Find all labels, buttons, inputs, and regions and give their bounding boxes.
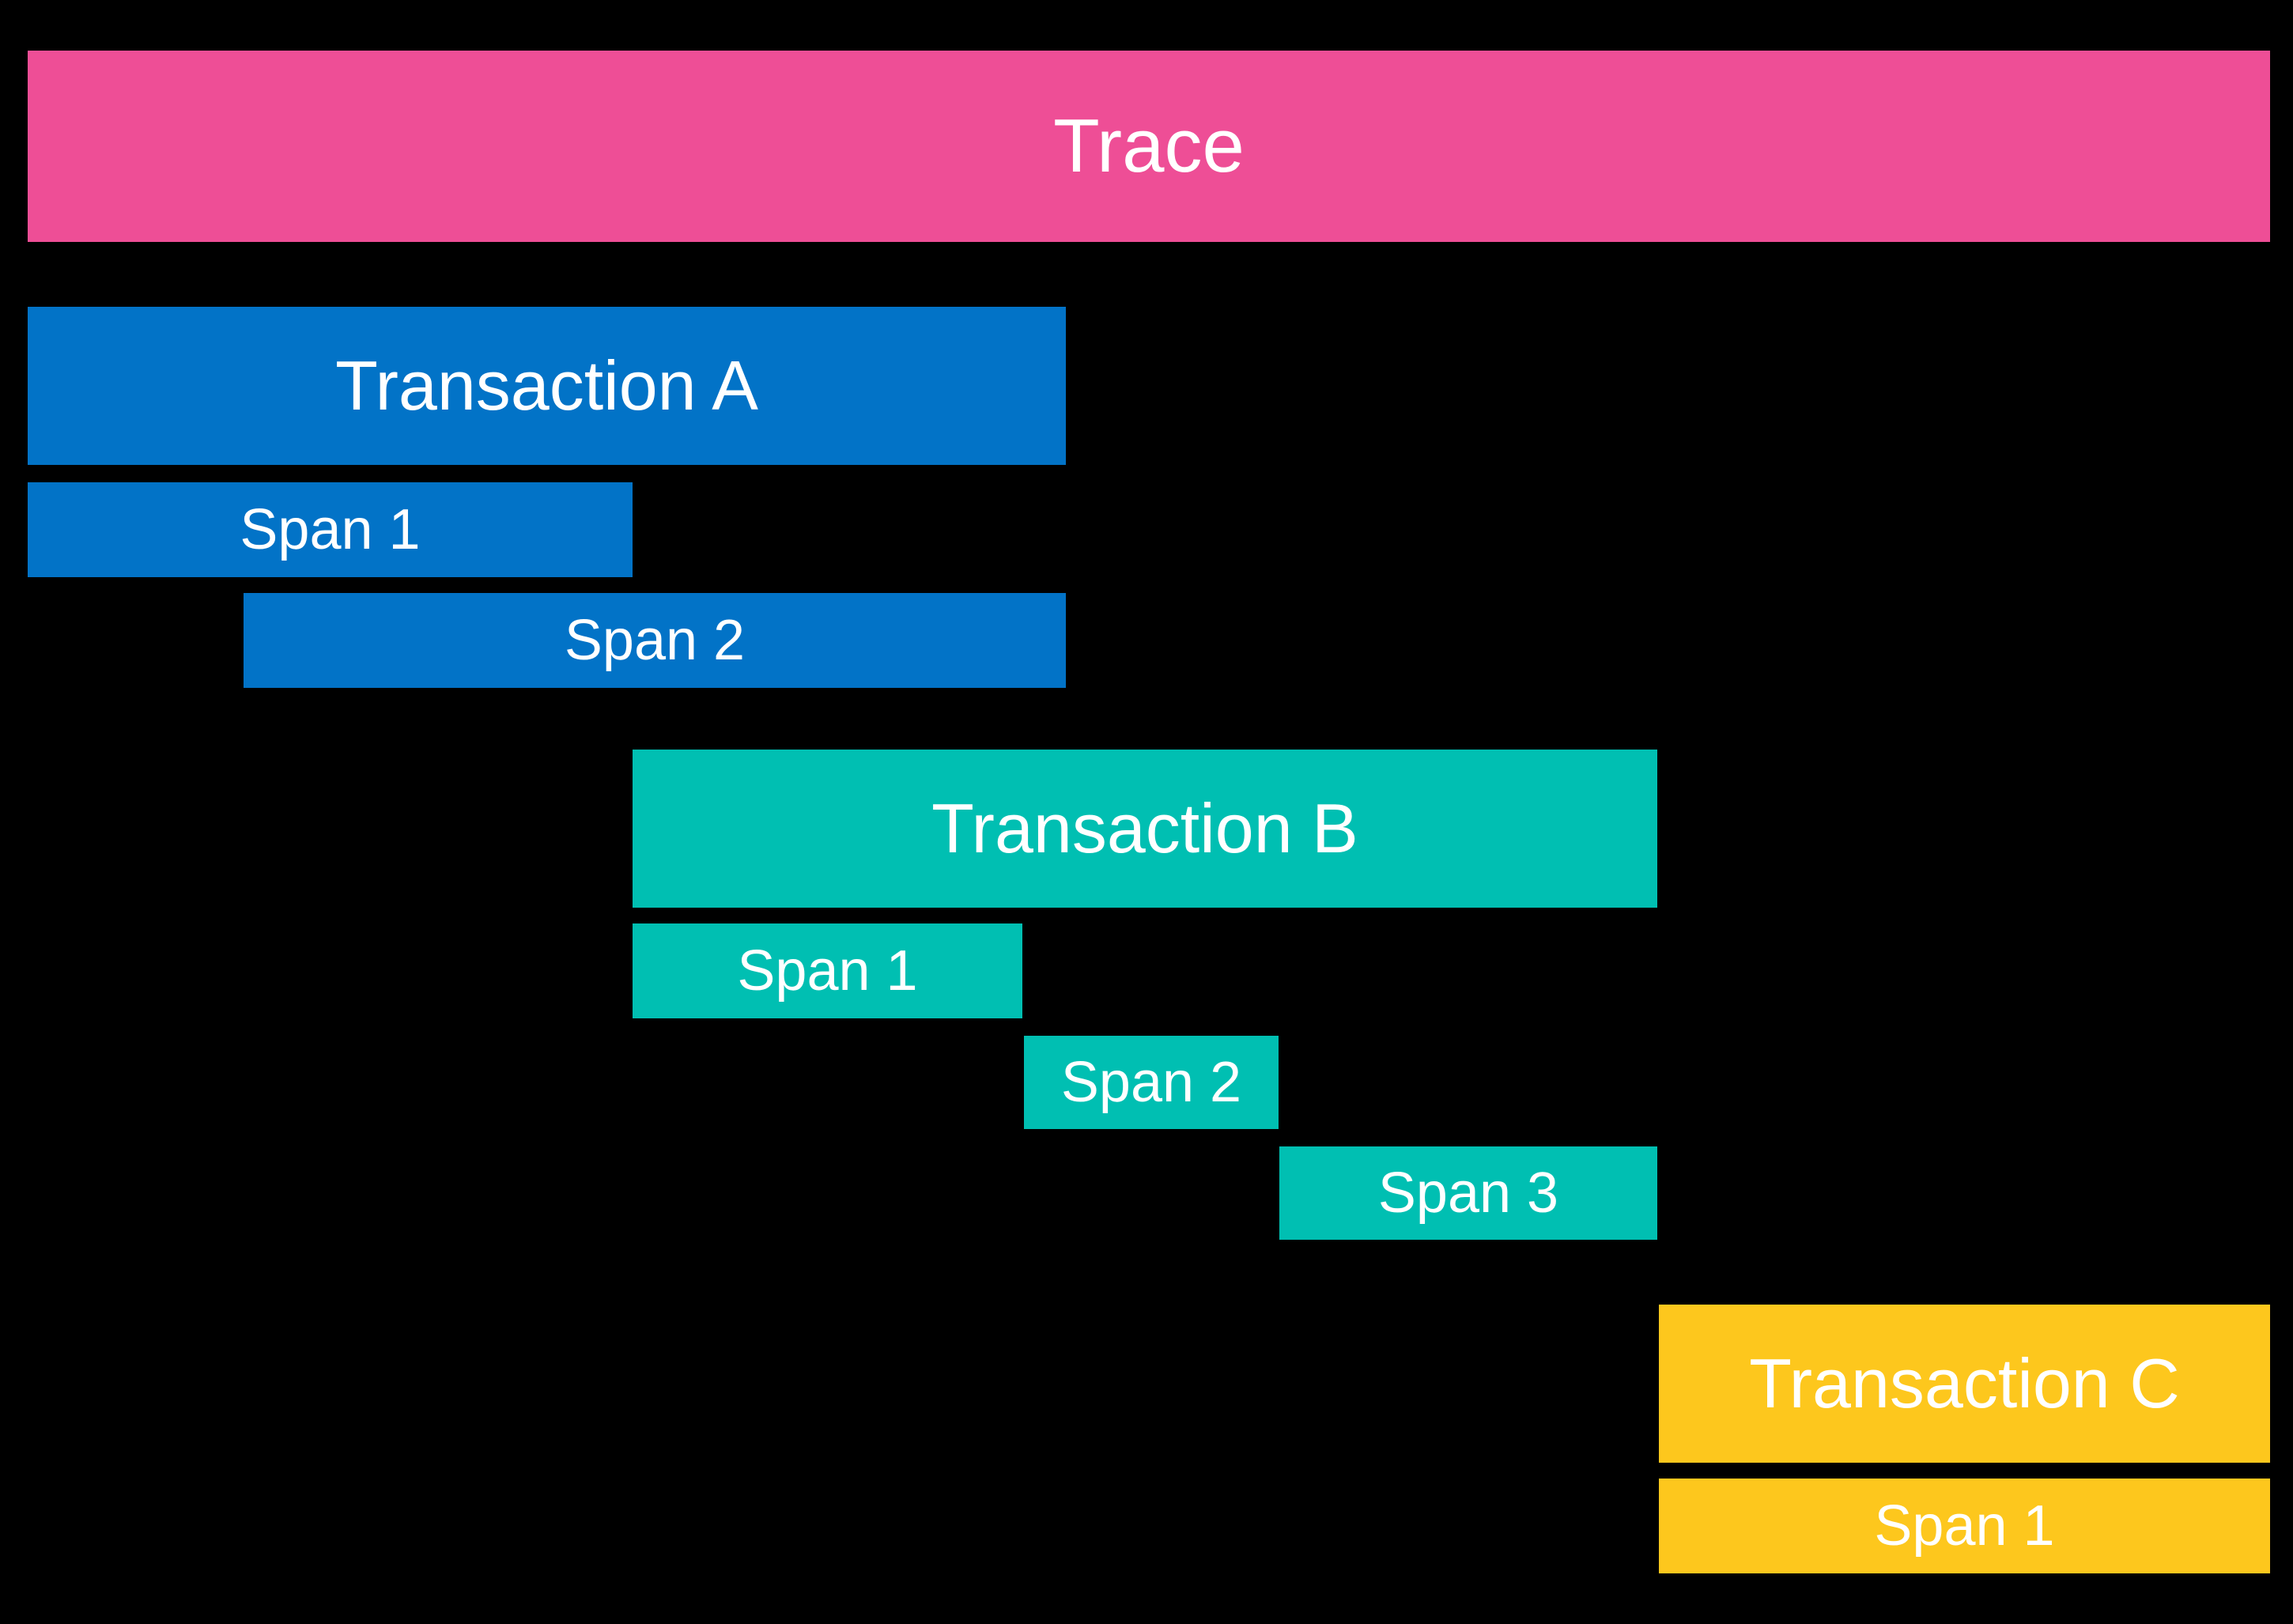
bar-label-transaction-c: Transaction C <box>1749 1344 2180 1422</box>
bar-label-transaction-a-span-1: Span 1 <box>240 498 421 561</box>
bar-transaction-b[interactable]: Transaction B <box>633 750 1657 908</box>
bar-transaction-b-span-1[interactable]: Span 1 <box>633 923 1022 1018</box>
bar-label-transaction-b: Transaction B <box>931 789 1358 867</box>
bar-label-transaction-a: Transaction A <box>335 346 758 425</box>
bar-transaction-a-span-2[interactable]: Span 2 <box>244 593 1066 688</box>
bar-trace[interactable]: Trace <box>28 51 2270 242</box>
bar-label-trace: Trace <box>1053 104 1245 188</box>
bar-label-transaction-b-span-1: Span 1 <box>737 939 918 1003</box>
bar-transaction-a[interactable]: Transaction A <box>28 307 1066 465</box>
bar-transaction-c-span-1[interactable]: Span 1 <box>1659 1479 2270 1573</box>
bar-label-transaction-b-span-2: Span 2 <box>1060 1051 1242 1114</box>
bar-transaction-a-span-1[interactable]: Span 1 <box>28 482 633 577</box>
bar-label-transaction-a-span-2: Span 2 <box>564 609 746 672</box>
bar-label-transaction-c-span-1: Span 1 <box>1874 1494 2055 1558</box>
bar-label-transaction-b-span-3: Span 3 <box>1377 1161 1559 1225</box>
bar-transaction-c[interactable]: Transaction C <box>1659 1305 2270 1463</box>
bar-transaction-b-span-3[interactable]: Span 3 <box>1279 1146 1657 1240</box>
bar-transaction-b-span-2[interactable]: Span 2 <box>1024 1036 1279 1129</box>
